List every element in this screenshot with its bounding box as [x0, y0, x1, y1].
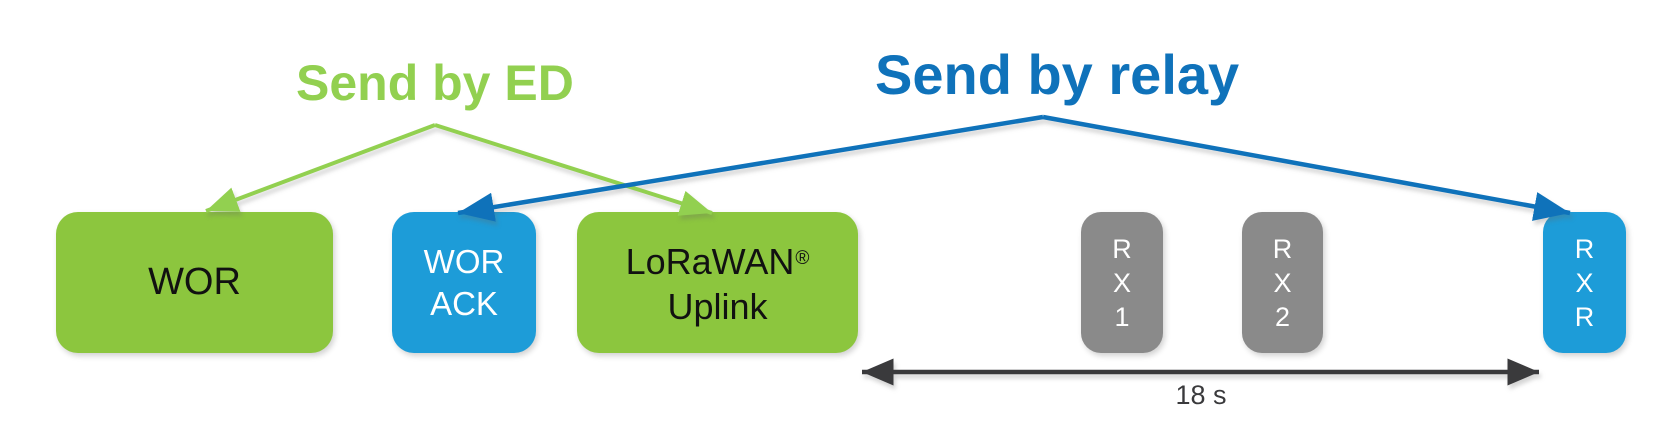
rx2-window-box: R X 2	[1242, 212, 1323, 353]
rx2-box-label: R X 2	[1272, 233, 1293, 332]
send-by-relay-arrow-to-wor-ack	[457, 114, 1044, 222]
registered-trademark-symbol: ®	[795, 248, 810, 270]
wor-box-label: WOR	[148, 261, 241, 303]
rx1-box-label: R X 1	[1112, 233, 1132, 332]
lorawan-uplink-box-label: LoRaWAN® Uplink	[626, 236, 810, 329]
send-by-relay-arrow-to-rxr	[1042, 114, 1571, 221]
send-by-ed-label: Send by ED	[296, 55, 574, 111]
rxr-window-box: R X R	[1543, 212, 1626, 353]
lorawan-brand-text: LoRaWAN	[625, 240, 795, 282]
uplink-text: Uplink	[667, 285, 768, 327]
wor-ack-box-label: WOR ACK	[423, 242, 505, 322]
rx1-window-box: R X 1	[1081, 212, 1163, 353]
wor-ack-box: WOR ACK	[392, 212, 536, 353]
wor-box: WOR	[56, 212, 333, 353]
send-by-ed-arrow-to-lorawan-uplink	[434, 123, 713, 216]
send-by-ed-arrow-to-wor	[205, 123, 436, 213]
duration-label: 18 s	[1175, 380, 1227, 410]
rxr-box-label: R X R	[1574, 233, 1595, 332]
lorawan-uplink-box: LoRaWAN® Uplink	[577, 212, 858, 353]
send-by-relay-label: Send by relay	[875, 43, 1240, 106]
